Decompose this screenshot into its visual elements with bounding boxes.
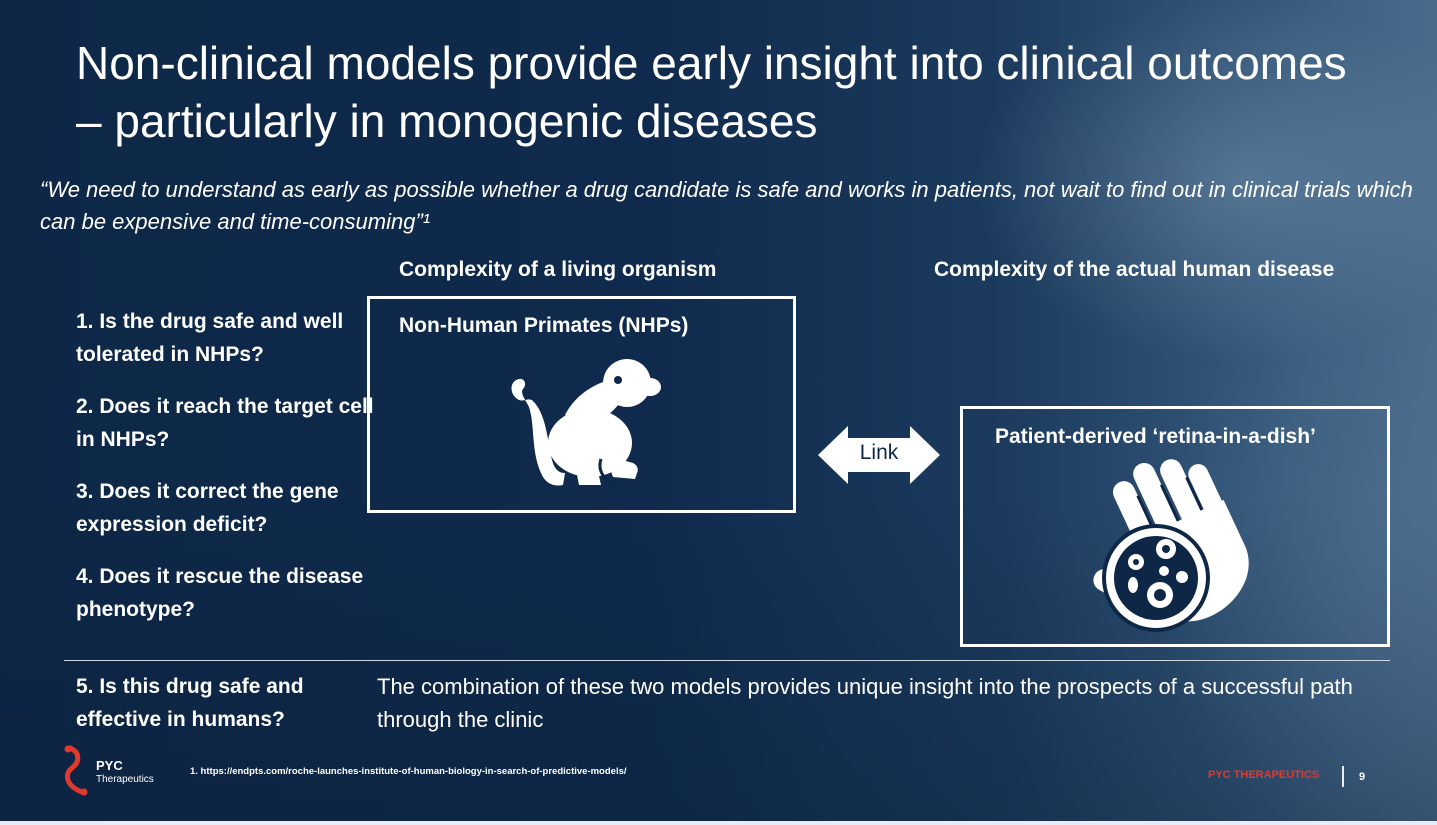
double-arrow-icon	[818, 426, 940, 484]
hand-petri-dish-icon	[1093, 459, 1249, 632]
header-human-disease: Complexity of the actual human disease	[934, 258, 1335, 281]
link-label: Link	[859, 441, 899, 464]
quote: “We need to understand as early as possi…	[40, 177, 1413, 234]
nhp-box	[367, 296, 796, 513]
question-5: 5. Is this drug safe and effective in hu…	[76, 675, 304, 731]
question-3: 3. Does it correct the gene expression d…	[76, 480, 339, 536]
footnote-link[interactable]: 1. https://endpts.com/roche-launches-ins…	[190, 766, 627, 777]
combination-text: The combination of these two models prov…	[377, 674, 1353, 732]
monkey-icon	[511, 359, 661, 487]
bottom-bar	[0, 821, 1437, 825]
nhp-box-title: Non-Human Primates (NHPs)	[399, 314, 689, 337]
page-number: 9	[1359, 771, 1366, 783]
question-2: 2. Does it reach the target cell in NHPs…	[76, 395, 374, 451]
logo-name: PYC	[96, 758, 123, 773]
logo-subtitle: Therapeutics	[96, 774, 154, 785]
footer-separator	[1342, 766, 1344, 787]
slide-title: Non-clinical models provide early insigh…	[76, 37, 1347, 147]
brand-name: PYC THERAPEUTICS	[1208, 769, 1320, 781]
patient-box	[960, 406, 1390, 647]
question-4: 4. Does it rescue the disease phenotype?	[76, 565, 364, 621]
question-1: 1. Is the drug safe and well tolerated i…	[76, 310, 344, 366]
header-living-organism: Complexity of a living organism	[399, 258, 717, 281]
pyc-logo-icon	[64, 745, 88, 796]
patient-box-title: Patient-derived ‘retina-in-a-dish’	[995, 425, 1316, 448]
divider	[64, 660, 1390, 661]
